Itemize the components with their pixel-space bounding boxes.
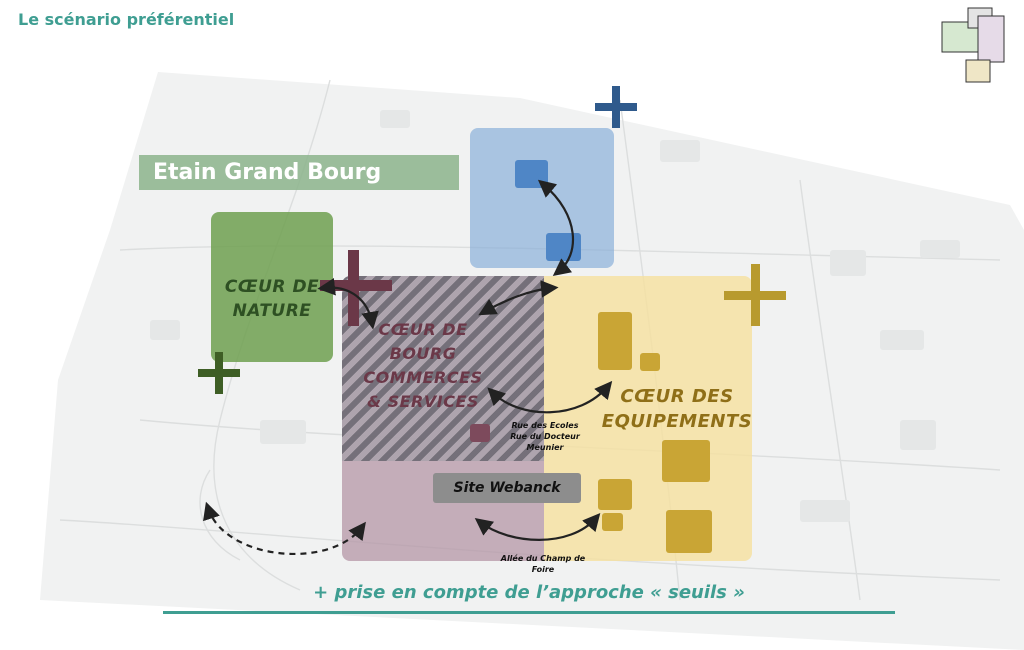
label-coeur-bourg: CŒUR DE BOURG COMMERCES & SERVICES: [363, 320, 483, 411]
equipment-building: [640, 353, 660, 371]
street-label-allee: Allée du Champ de Foire: [500, 554, 586, 574]
plus-icon: [320, 250, 392, 326]
plus-icon: [724, 264, 786, 326]
zone-nature: [211, 212, 333, 362]
blue-building: [515, 160, 548, 188]
equipment-building: [598, 312, 632, 370]
bourg-building: [470, 424, 490, 442]
plus-icon: [595, 86, 637, 128]
equipment-building: [666, 510, 712, 553]
plus-icon: [198, 352, 240, 394]
page-title: Le scénario préférentiel: [18, 10, 235, 29]
footer-note: + prise en compte de l’approche « seuils…: [313, 582, 745, 603]
street-label-ecoles: Rue des Ecoles Rue du Docteur Meunier: [510, 421, 580, 452]
site-webanck-label: Site Webanck: [433, 473, 581, 503]
equipment-building: [662, 440, 710, 482]
label-coeur-nature: CŒUR DE NATURE: [224, 277, 320, 321]
equipment-building: [602, 513, 623, 531]
thumbnail-icon: [941, 7, 1005, 83]
label-coeur-equipements: CŒUR DES EQUIPEMENTS: [601, 386, 753, 432]
blue-building: [546, 233, 581, 261]
place-banner: Etain Grand Bourg: [139, 155, 459, 190]
equipment-building: [598, 479, 632, 510]
footer-divider: [163, 611, 895, 614]
zone-blue: [470, 128, 614, 268]
